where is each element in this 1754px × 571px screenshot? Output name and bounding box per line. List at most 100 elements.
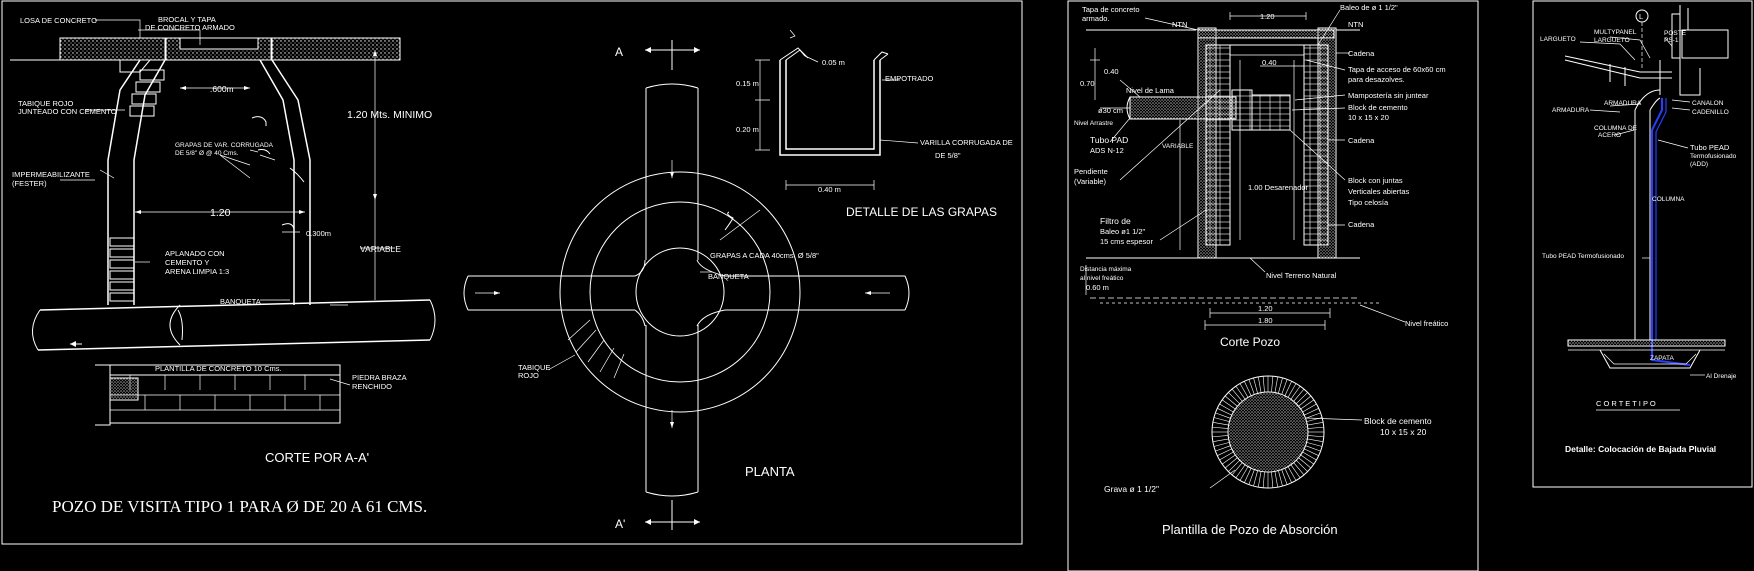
dim-180: 1.80 <box>1258 316 1273 325</box>
label-filtro-2: Baleo ø1 1/2" <box>1100 227 1146 236</box>
label-distancia-1: Distancia máxima <box>1080 266 1132 273</box>
label-largueto: LARGUETO <box>1540 36 1576 43</box>
panel-3-border <box>1532 0 1753 488</box>
block-ring-segment <box>1224 395 1238 407</box>
label-plantilla-absorcion: Plantilla de Pozo de Absorción <box>1162 522 1338 537</box>
block-ring-segment <box>1305 445 1321 452</box>
block-ring-segment <box>1228 392 1240 404</box>
label-d30: ø30 cm <box>1098 106 1123 115</box>
dim-120-min: 1.20 Mts. MINIMO <box>347 109 432 121</box>
block-ring-segment <box>1274 471 1279 488</box>
block-ring-segment <box>1213 417 1230 422</box>
block-ring-segment <box>1304 448 1319 456</box>
block-ring <box>1212 376 1324 488</box>
label-filtro: Filtro de <box>1100 216 1131 226</box>
block-ring-segment <box>1231 388 1243 402</box>
main-pipe <box>32 299 436 351</box>
panel1-labels: LOSA DE CONCRETO BROCAL Y TAPA DE CONCRE… <box>12 15 432 516</box>
label-brocal-2: DE CONCRETO ARMADO <box>145 23 235 32</box>
block-ring-segment <box>1271 376 1274 393</box>
label-cadena-1: Cadena <box>1348 49 1375 58</box>
label-drenaje: Al Drenaje <box>1706 373 1737 380</box>
block-ring-segment <box>1290 385 1301 400</box>
block-ring-segment <box>1306 442 1323 447</box>
well-section <box>1085 9 1406 330</box>
block-ring-segment <box>1298 395 1312 407</box>
panel-2-border <box>1067 0 1479 571</box>
dim-120-top: 1.20 <box>1260 12 1275 21</box>
label-block-cemento-2: 10 x 15 x 20 <box>1380 427 1427 437</box>
label-nivel-freatico: Nivel freático <box>1405 319 1448 328</box>
panel3-labels: LARGUETO MULTYPANEL LARGUETO POSTE PS-1 … <box>1540 29 1737 454</box>
label-block-cemento-1: Block de cemento <box>1364 416 1432 426</box>
label-poste: POSTE <box>1664 30 1687 37</box>
panel-pozo-absorcion: Tapa de concreto armado. Baleo de ø 1 1/… <box>1067 0 1479 571</box>
label-tabique-rojo-2: ROJO <box>518 371 539 380</box>
label-corte-pozo: Corte Pozo <box>1220 335 1280 349</box>
block-ring-segment <box>1244 381 1252 396</box>
dim-300: 0.300m <box>306 229 331 238</box>
label-varilla-2: DE 5/8" <box>935 151 961 160</box>
label-detalle-grapas: DETALLE DE LAS GRAPAS <box>846 205 997 219</box>
block-ring-segment <box>1278 470 1283 487</box>
label-pendiente-1: Pendiente <box>1074 167 1108 176</box>
clamp-detail: 0.05 m 0.15 m 0.20 m 0.40 m EMPOTRADO VA… <box>736 29 1013 219</box>
label-block-2: 10 x 15 x 20 <box>1348 113 1389 122</box>
drawing-title: POZO DE VISITA TIPO 1 PARA Ø DE 20 A 61 … <box>52 497 427 516</box>
label-distancia-3: 0.60 m <box>1086 283 1109 292</box>
label-aplanado-3: ARENA LIMPIA 1:3 <box>165 267 229 276</box>
label-filtro-3: 15 cms espesor <box>1100 237 1153 246</box>
block-ring-segment <box>1262 376 1265 393</box>
label-corte-tipo: C O R T E T I P O <box>1596 399 1656 408</box>
block-ring-segment <box>1302 451 1317 461</box>
pead-pipe <box>1651 98 1663 340</box>
block-ring-segment <box>1300 399 1315 410</box>
label-planta: PLANTA <box>745 464 795 479</box>
label-tapa-acceso-1: Tapa de acceso de 60x60 cm <box>1348 65 1446 74</box>
label-tapa-1: Tapa de concreto <box>1082 5 1140 14</box>
block-ring-segment <box>1221 399 1236 410</box>
label-tabique-1: TABIQUE ROJO <box>18 99 73 108</box>
foundation <box>95 364 341 426</box>
dim-070: 0.70 <box>1080 79 1095 88</box>
dim-015: 0.15 m <box>736 79 759 88</box>
label-desarenador: 1.00 Desarenador <box>1248 183 1309 192</box>
label-pendiente-2: (Variable) <box>1074 177 1106 186</box>
block-ring-segment <box>1290 464 1301 479</box>
label-corte-aa: CORTE POR A-A' <box>265 450 369 465</box>
block-ring-segment <box>1217 448 1232 456</box>
label-grapas-1: GRAPAS DE VAR. CORRUGADA <box>175 142 274 149</box>
label-piedra-1: PIEDRA BRAZA <box>352 373 407 382</box>
dim-040: 0.40 m <box>818 185 841 194</box>
label-cadenillo: CADENILLO <box>1692 109 1729 116</box>
block-ring-segment <box>1274 376 1279 393</box>
block-ring-segment <box>1271 471 1274 488</box>
block-ring-segment <box>1284 468 1292 483</box>
dim-040-top: 0.40 <box>1262 58 1277 67</box>
dim-005: 0.05 m <box>822 58 845 67</box>
label-ntn-1: NTN <box>1172 20 1187 29</box>
label-baleo: Baleo de ø 1 1/2" <box>1340 3 1398 12</box>
block-ring-segment <box>1278 377 1283 394</box>
label-grava: Grava ø 1 1/2" <box>1104 484 1159 494</box>
label-tabique-2: JUNTEADO CON CEMENTO <box>18 107 117 116</box>
absorption-plan: Block de cemento 10 x 15 x 20 Grava ø 1 … <box>1104 375 1432 537</box>
label-variable-p2: VARIABLE <box>1162 143 1194 150</box>
label-armadura-1: ARMADURA <box>1552 107 1590 114</box>
dim-040-left: 0.40 <box>1104 67 1119 76</box>
block-ring-segment <box>1293 388 1305 402</box>
label-banqueta: BANQUETA <box>220 297 261 306</box>
label-tabique-rojo-1: TABIQUE <box>518 363 550 372</box>
label-block-1: Block de cemento <box>1348 103 1408 112</box>
block-ring-segment <box>1248 379 1255 395</box>
block-ring-segment <box>1235 385 1246 400</box>
block-ring-segment <box>1284 381 1292 396</box>
block-ring-segment <box>1281 469 1288 485</box>
block-ring-segment <box>1239 466 1249 481</box>
dim-600: .600m <box>210 84 234 94</box>
label-columna: COLUMNA <box>1652 196 1685 203</box>
label-block-juntas-3: Tipo celosía <box>1348 198 1389 207</box>
label-multipanel-2: LARGUETO <box>1594 37 1630 44</box>
block-ring-segment <box>1304 408 1319 416</box>
block-ring-segment <box>1231 462 1243 476</box>
